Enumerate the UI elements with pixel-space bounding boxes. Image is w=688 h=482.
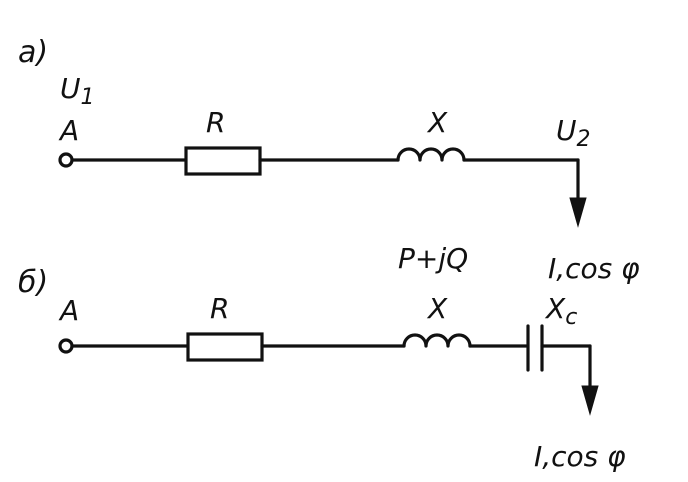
diagram-b: б) A R X Xc I,cos φ (18, 265, 626, 473)
diagram-a: а) U1 A R X U2 I,cos φ P+jQ (18, 35, 640, 285)
node-a-label-b: A (58, 294, 79, 327)
u1-label: U1 (60, 72, 95, 110)
reactance-label-b: X (426, 292, 448, 325)
node-a-label-a: A (58, 114, 79, 147)
resistor-label-a: R (206, 106, 225, 139)
case-label-b: б) (18, 265, 48, 300)
capacitor-label-b: Xc (544, 292, 577, 330)
resistor-b (186, 332, 264, 362)
load-arrow-b (581, 385, 599, 416)
terminal-a-a (58, 152, 74, 168)
load-label-b: I,cos φ (534, 440, 626, 473)
power-label: P+jQ (398, 242, 468, 275)
resistor-a (184, 146, 262, 176)
load-arrow-a (569, 197, 587, 228)
inductor-b (402, 333, 472, 348)
case-label-a: а) (18, 35, 48, 70)
u2-label: U2 (556, 114, 591, 152)
load-label-a: I,cos φ (548, 252, 640, 285)
terminal-a-b (58, 338, 74, 354)
resistor-label-b: R (210, 292, 229, 325)
inductor-a (396, 147, 466, 162)
reactance-label-a: X (426, 106, 448, 139)
